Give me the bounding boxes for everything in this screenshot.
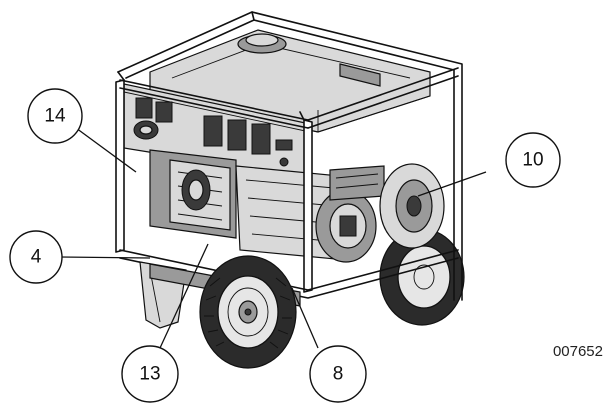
front-frame xyxy=(115,67,459,299)
leader-lines xyxy=(59,127,487,349)
alternator xyxy=(149,149,237,239)
front-wheel xyxy=(199,255,297,369)
callout-label: 10 xyxy=(522,150,543,171)
callout-13: 13 xyxy=(121,345,179,403)
leader-14 xyxy=(75,127,137,173)
figure-reference-code: 007652 xyxy=(552,343,603,360)
callout-4: 4 xyxy=(9,230,63,284)
callout-label: 14 xyxy=(44,106,66,127)
air-cleaner xyxy=(379,163,445,249)
callout-label: 13 xyxy=(139,364,160,385)
callout-14: 14 xyxy=(27,88,83,144)
engine xyxy=(235,165,385,263)
leader-4 xyxy=(59,256,151,259)
rear-right-wheel xyxy=(379,228,465,326)
callout-label: 8 xyxy=(333,364,344,385)
leader-8 xyxy=(291,287,319,349)
callout-10: 10 xyxy=(505,132,561,188)
leader-10 xyxy=(417,171,487,197)
callout-8: 8 xyxy=(309,345,367,403)
rear-frame xyxy=(117,11,463,301)
leader-13 xyxy=(159,243,209,349)
callout-label: 4 xyxy=(31,247,42,268)
